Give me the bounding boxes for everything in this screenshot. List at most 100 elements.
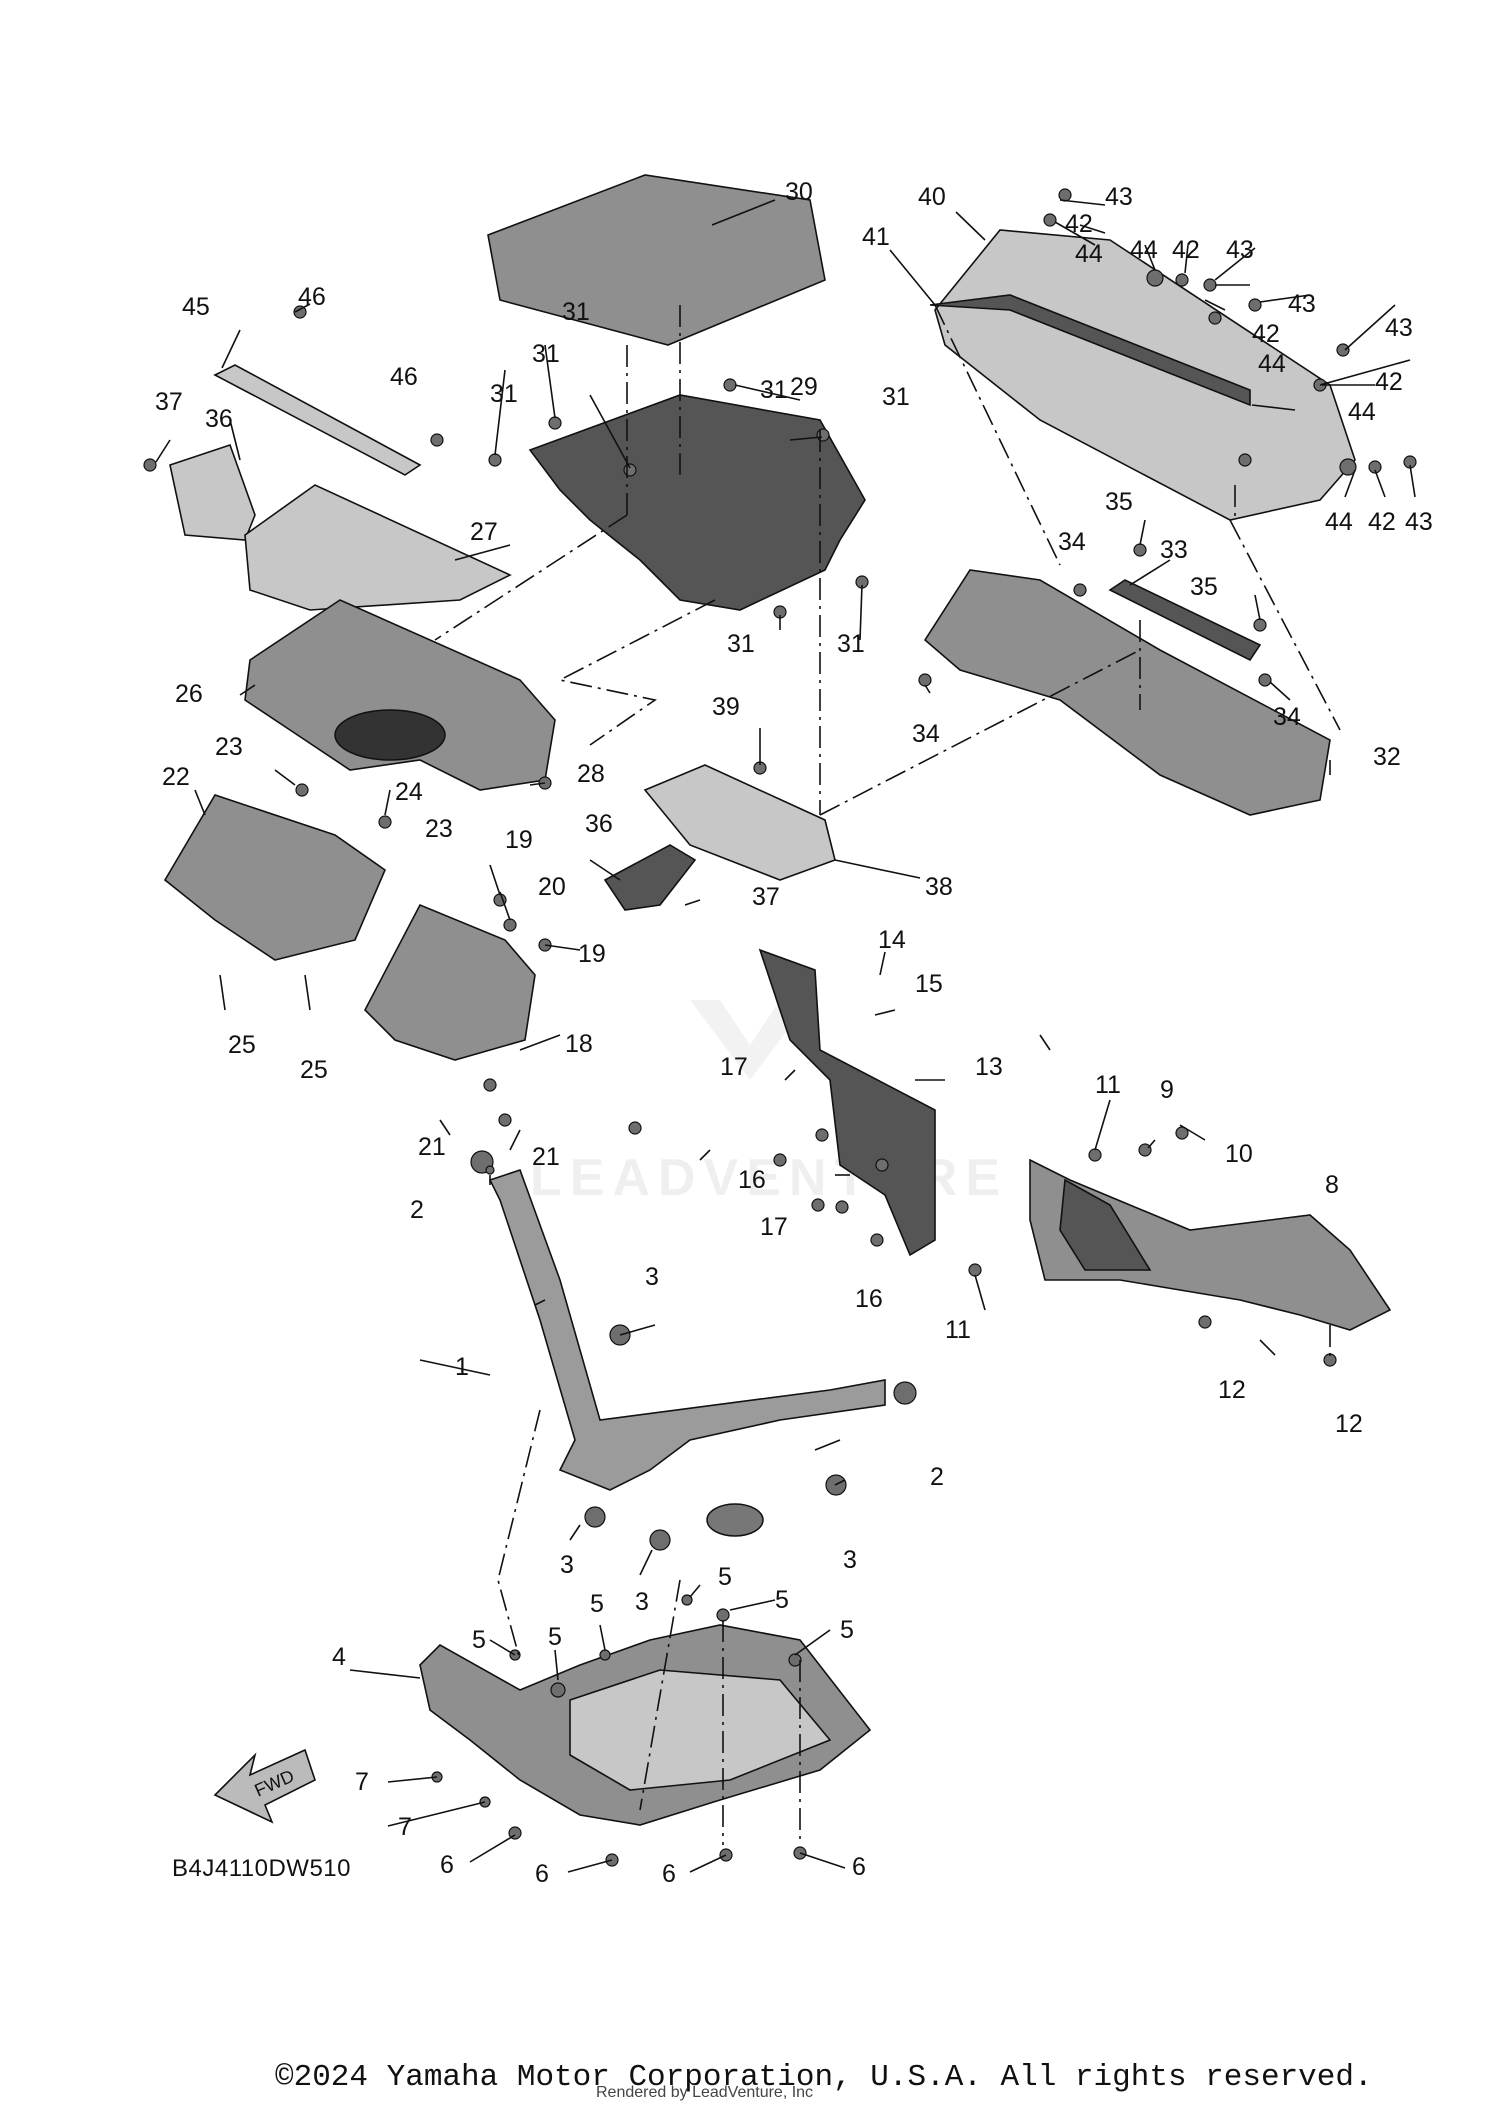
callout-16: 16 (738, 1166, 766, 1194)
callout-36: 36 (205, 405, 233, 433)
part-33-strip (1108, 579, 1262, 662)
callout-40: 40 (918, 183, 946, 211)
callout-12: 12 (1218, 1376, 1246, 1404)
fastener-icon (485, 1165, 495, 1175)
fwd-arrow-icon: FWD (213, 1748, 316, 1824)
callout-2: 2 (410, 1196, 424, 1224)
fastener-icon (1336, 343, 1350, 357)
fastener-icon (599, 1649, 611, 1661)
part-4-inner-panel (569, 1669, 832, 1791)
callout-12: 12 (1335, 1410, 1363, 1438)
callout-5: 5 (775, 1586, 789, 1614)
diagram-code: B4J4110DW510 (172, 1855, 351, 1882)
fastener-icon (584, 1506, 606, 1528)
watermark-logo (690, 1000, 810, 1080)
callout-45: 45 (182, 293, 210, 321)
watermark: LEADVENTURE (530, 1000, 1008, 1207)
callout-4: 4 (332, 1643, 346, 1671)
part-36-bracket-lower (603, 844, 697, 911)
fasteners (143, 188, 1417, 1867)
part-32-lower-shield (923, 569, 1331, 816)
fastener-icon (488, 453, 502, 467)
callout-22: 22 (162, 763, 190, 791)
callout-34: 34 (912, 720, 940, 748)
callout-42: 42 (1368, 508, 1396, 536)
fastener-icon (378, 815, 392, 829)
callout-31: 31 (490, 380, 518, 408)
fastener-icon (918, 673, 932, 687)
part-29-center-cover (528, 394, 866, 611)
fastener-icon (893, 1381, 917, 1405)
callout-43: 43 (1226, 236, 1254, 264)
watermark-text: LEADVENTURE (530, 1149, 1008, 1207)
callout-28: 28 (577, 760, 605, 788)
leader-lines (155, 199, 1416, 1873)
fastener-icon (723, 378, 737, 392)
callout-42: 42 (1375, 368, 1403, 396)
fastener-icon (875, 1158, 889, 1172)
callout-42: 42 (1252, 320, 1280, 348)
callout-24: 24 (395, 778, 423, 806)
callout-38: 38 (925, 873, 953, 901)
callout-34: 34 (1058, 528, 1086, 556)
callout-44: 44 (1258, 350, 1286, 378)
callout-26: 26 (175, 680, 203, 708)
callout-6: 6 (440, 1851, 454, 1879)
fastener-icon (295, 783, 309, 797)
callout-43: 43 (1405, 508, 1433, 536)
fastener-icon (1175, 273, 1189, 287)
callout-3: 3 (635, 1588, 649, 1616)
callout-19: 19 (578, 940, 606, 968)
callout-15: 15 (915, 970, 943, 998)
fastener-icon (143, 458, 157, 472)
callout-46: 46 (390, 363, 418, 391)
callout-8: 8 (1325, 1171, 1339, 1199)
fastener-icon (835, 1200, 849, 1214)
part-26-cover (244, 599, 556, 791)
part-36-bracket-upper (169, 443, 256, 541)
fastener-icon (968, 1263, 982, 1277)
callout-11: 11 (1095, 1071, 1121, 1099)
fastener-icon (1073, 583, 1087, 597)
callout-9: 9 (1160, 1076, 1174, 1104)
fastener-icon (548, 416, 562, 430)
callout-43: 43 (1385, 314, 1413, 342)
assembly-lines (434, 304, 1341, 1845)
callout-27: 27 (470, 518, 498, 546)
callout-44: 44 (1075, 240, 1103, 268)
part-22-guard (163, 794, 386, 961)
part-8-rear-shield (1029, 1158, 1392, 1331)
callout-5: 5 (548, 1623, 562, 1651)
fastener-icon (483, 1078, 497, 1092)
fastener-icon (681, 1594, 693, 1606)
fastener-icon (1368, 460, 1382, 474)
callout-32: 32 (1373, 743, 1401, 771)
callout-7: 7 (355, 1768, 369, 1796)
fastener-icon (811, 1198, 825, 1212)
callout-25: 25 (228, 1031, 256, 1059)
callout-42: 42 (1065, 210, 1093, 238)
callout-44: 44 (1130, 236, 1158, 264)
callout-3: 3 (560, 1551, 574, 1579)
callout-13: 13 (975, 1053, 1003, 1081)
part-45-bar (213, 364, 422, 476)
callout-31: 31 (532, 340, 560, 368)
part-1-bushing-hole (706, 1503, 764, 1537)
callout-25: 25 (300, 1056, 328, 1084)
fastener-icon (430, 433, 444, 447)
callout-14: 14 (878, 926, 906, 954)
fastener-icon (815, 1128, 829, 1142)
fastener-icon (1248, 298, 1262, 312)
callout-18: 18 (565, 1030, 593, 1058)
callout-31: 31 (760, 376, 788, 404)
fastener-icon (716, 1608, 730, 1622)
fastener-icon (1253, 618, 1267, 632)
callout-36: 36 (585, 810, 613, 838)
fastener-icon (293, 305, 307, 319)
fastener-icon (1238, 453, 1252, 467)
callout-6: 6 (662, 1860, 676, 1888)
fastener-icon (870, 1233, 884, 1247)
callout-2: 2 (930, 1463, 944, 1491)
callout-44: 44 (1348, 398, 1376, 426)
